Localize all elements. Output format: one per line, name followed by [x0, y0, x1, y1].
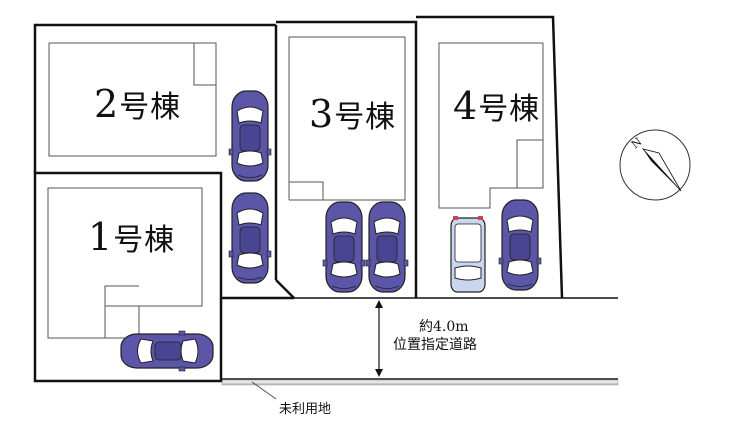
lot-3-boundary — [276, 20, 418, 298]
building-2-number: 2 — [94, 82, 120, 126]
car-lot2-b — [228, 192, 272, 284]
car-lot4 — [498, 199, 542, 291]
building-4-suffix: 号棟 — [478, 92, 541, 127]
road-type-label: 位置指定道路 — [393, 337, 477, 353]
car-lot3-a — [322, 201, 366, 293]
building-footprints — [47, 36, 544, 339]
car-lot1 — [120, 330, 214, 372]
building-2-footprint — [48, 42, 217, 157]
building-1-label: 1号棟 — [88, 215, 175, 259]
lot-boundaries — [33, 15, 564, 383]
road-label: 約4.0m 位置指定道路 — [393, 318, 477, 354]
building-2-label: 2号棟 — [94, 82, 181, 126]
building-3-number: 3 — [309, 92, 335, 136]
building-3-suffix: 号棟 — [334, 100, 397, 135]
adjacent-land-label: 未利用地 — [279, 402, 332, 417]
van-lot4 — [450, 215, 486, 293]
lot-2-boundary — [33, 23, 276, 173]
building-2-suffix: 号棟 — [119, 90, 182, 125]
road-width-dimension — [375, 300, 383, 377]
building-4-number: 4 — [453, 84, 479, 128]
building-3-label: 3号棟 — [309, 92, 396, 136]
lot-4-boundary — [416, 15, 564, 299]
road-width-label: 約4.0m — [419, 319, 469, 335]
adjacent-land-leader — [251, 381, 277, 400]
compass: N — [619, 129, 691, 201]
lot-1-boundary — [33, 171, 223, 383]
building-4-label: 4号棟 — [453, 84, 540, 128]
car-lot3-b — [365, 201, 409, 293]
building-1-suffix: 号棟 — [113, 223, 176, 258]
car-lot2-a — [228, 90, 272, 182]
building-1-number: 1 — [88, 215, 114, 259]
building-1-footprint — [47, 187, 203, 339]
building-4-footprint — [438, 42, 544, 209]
adjacent-land-strip — [221, 379, 619, 386]
